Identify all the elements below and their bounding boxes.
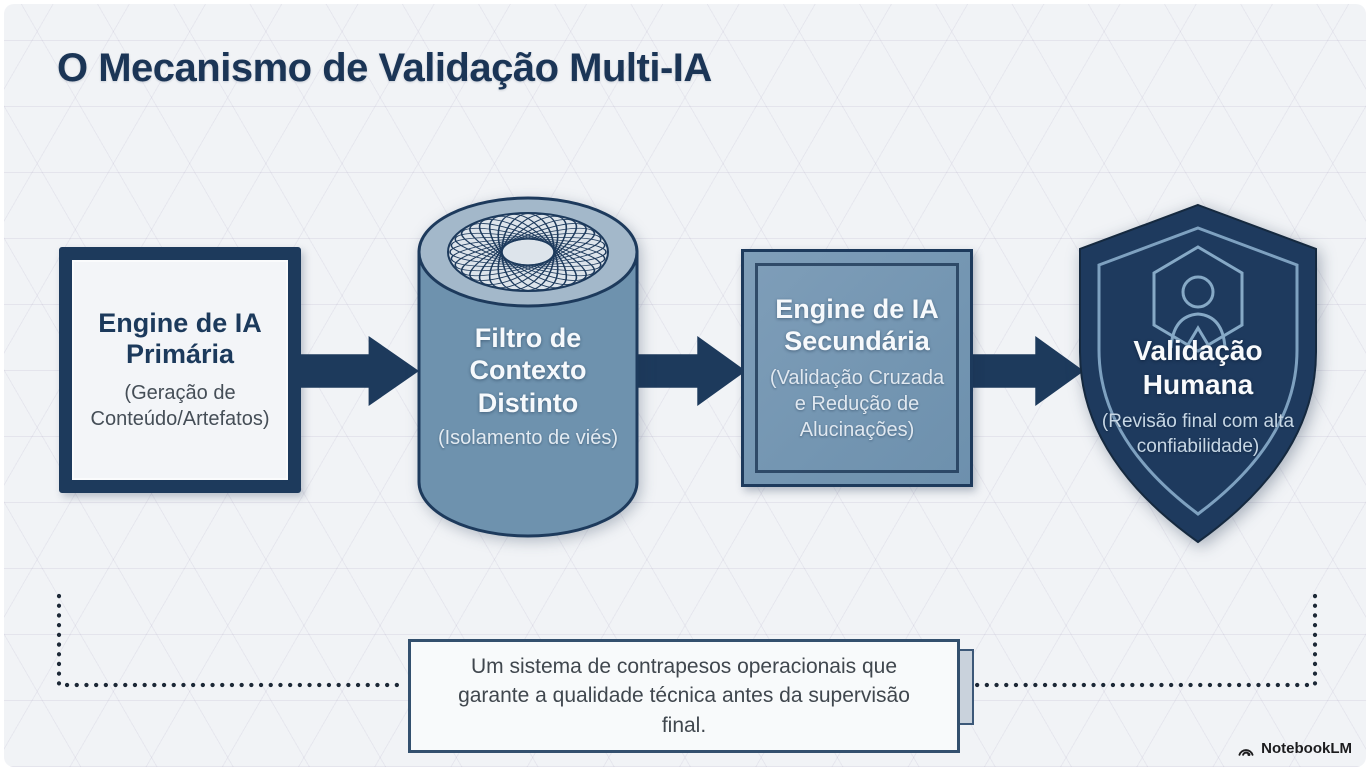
- watermark: NotebookLM: [1237, 740, 1352, 757]
- shield-shape-icon: [1079, 203, 1317, 544]
- flow-arrow-2: [630, 336, 746, 406]
- watermark-label: NotebookLM: [1261, 740, 1352, 757]
- mesh-pattern-icon: [449, 213, 607, 291]
- secondary-engine-title: Engine de IA Secundária: [775, 293, 939, 356]
- caption-text: Um sistema de contrapesos operacionais q…: [458, 655, 910, 737]
- primary-engine-subtitle: (Geração de Conteúdo/Artefatos): [90, 382, 270, 431]
- node-context-filter: Filtro de Contexto Distinto (Isolamento …: [414, 194, 642, 542]
- primary-engine-title: Engine de IA Primária: [98, 307, 262, 369]
- context-filter-title: Filtro de Contexto Distinto: [469, 323, 587, 418]
- secondary-engine-subtitle: (Validação Cruzada e Redução de Alucinaç…: [769, 367, 945, 442]
- canvas-background: O Mecanismo de Validação Multi-IA Engine…: [4, 4, 1366, 767]
- caption-box: Um sistema de contrapesos operacionais q…: [408, 639, 960, 754]
- node-human-validation: Validação Humana (Revisão final com alta…: [1076, 202, 1320, 546]
- context-filter-subtitle: (Isolamento de viés): [437, 427, 619, 450]
- flow-arrow-3: [968, 336, 1084, 406]
- node-secondary-engine: Engine de IA Secundária (Validação Cruza…: [741, 249, 973, 487]
- node-primary-engine: Engine de IA Primária (Geração de Conteú…: [59, 247, 301, 493]
- human-validation-title: Validação Humana: [1133, 335, 1263, 400]
- flow-arrow-1: [299, 336, 419, 406]
- person-hexagon-icon: [1152, 245, 1244, 353]
- notebooklm-logo-icon: [1238, 748, 1254, 756]
- page-title: O Mecanismo de Validação Multi-IA: [57, 46, 712, 90]
- human-validation-subtitle: (Revisão final com alta confiabilidade): [1101, 411, 1295, 457]
- cylinder-shape-icon: [417, 196, 639, 538]
